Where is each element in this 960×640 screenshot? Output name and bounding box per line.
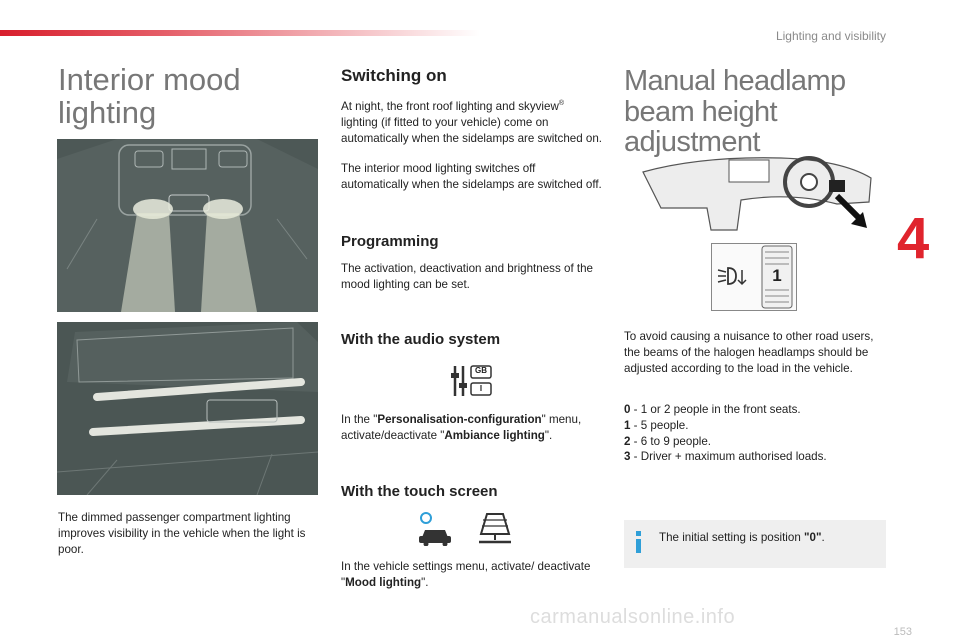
list-item: 0 - 1 or 2 people in the front seats. bbox=[624, 403, 801, 416]
watermark: carmanualsonline.info bbox=[530, 606, 736, 628]
language-badge: I bbox=[479, 384, 483, 393]
roof-lighting-photo bbox=[57, 139, 318, 312]
initial-setting-note: The initial setting is position "0". bbox=[659, 531, 825, 544]
list-item: 3 - Driver + maximum authorised loads. bbox=[624, 450, 827, 464]
page-number: 153 bbox=[893, 626, 912, 638]
gb-badge: GB bbox=[475, 366, 487, 375]
car-settings-icon bbox=[419, 512, 511, 547]
header-accent-bar bbox=[0, 30, 480, 36]
mood-lighting-caption: The dimmed passenger compartment lightin… bbox=[58, 511, 306, 556]
info-icon bbox=[634, 531, 644, 553]
list-item: 1 - 5 people. bbox=[624, 418, 689, 432]
dial-position-value: 1 bbox=[772, 266, 782, 285]
section-title: Lighting and visibility bbox=[775, 29, 886, 43]
heading-programming: Programming bbox=[341, 233, 439, 250]
load-levels-list: 0 - 1 or 2 people in the front seats. 1 … bbox=[624, 402, 886, 465]
audio-instructions: In the "Personalisation-configuration" m… bbox=[341, 413, 582, 442]
heading-touch-screen: With the touch screen bbox=[341, 483, 498, 500]
heading-switching-on: Switching on bbox=[341, 66, 447, 85]
page-title: Interior mood lighting bbox=[58, 62, 241, 130]
programming-text: The activation, deactivation and brightn… bbox=[341, 262, 593, 291]
list-item: 2 - 6 to 9 people. bbox=[624, 434, 712, 448]
headlamp-section-title: Manual headlamp beam height adjustment bbox=[624, 65, 846, 159]
switching-on-paragraph-1: At night, the front roof lighting and sk… bbox=[341, 99, 602, 145]
skyview-lighting-photo bbox=[57, 322, 318, 495]
heading-audio-system: With the audio system bbox=[341, 331, 501, 348]
switching-on-paragraph-2: The interior mood lighting switches off … bbox=[341, 162, 602, 191]
audio-settings-icon: GB I bbox=[449, 363, 495, 399]
info-box bbox=[624, 520, 886, 568]
headlamp-intro-text: To avoid causing a nuisance to other roa… bbox=[624, 330, 874, 375]
headlamp-beam-icon bbox=[727, 267, 737, 285]
touch-screen-instructions: In the vehicle settings menu, activate/ … bbox=[341, 560, 591, 589]
headlamp-adjustment-dial[interactable]: 1 bbox=[711, 243, 797, 311]
dashboard-illustration bbox=[641, 152, 873, 234]
vehicle-settings-icons bbox=[417, 510, 517, 547]
chapter-number: 4 bbox=[897, 206, 930, 271]
